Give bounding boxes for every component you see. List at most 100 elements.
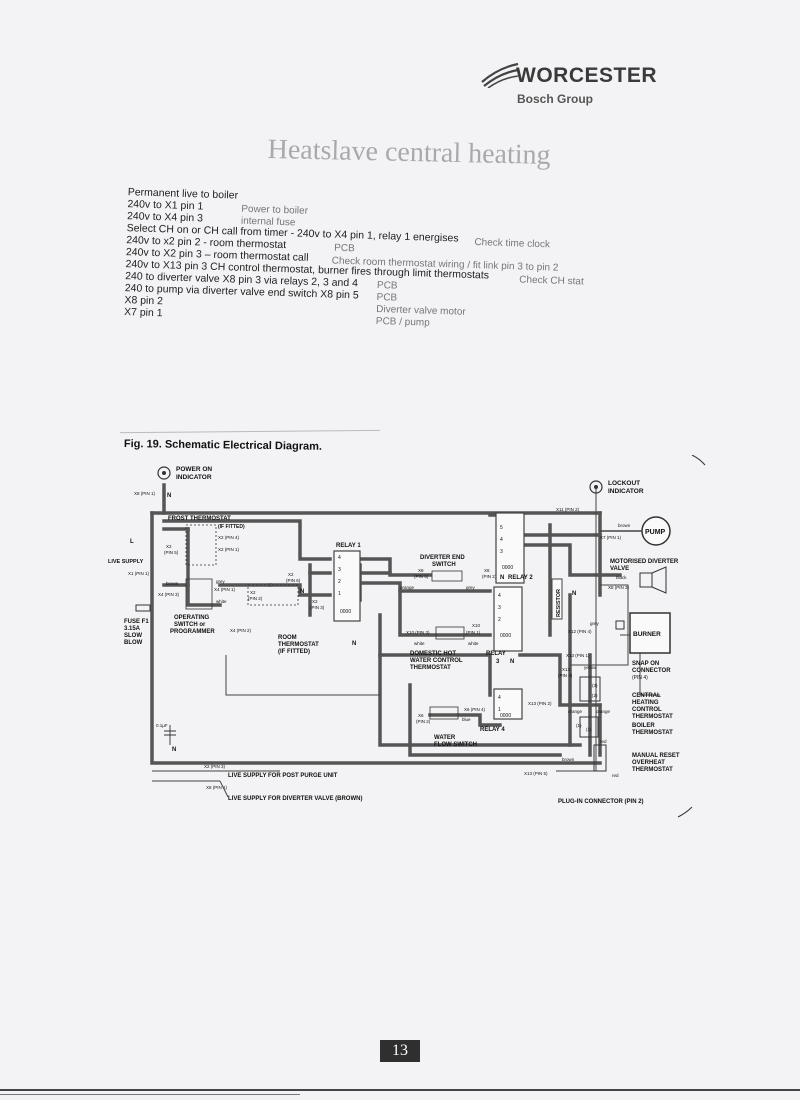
svg-text:X7 (PIN 1): X7 (PIN 1)	[600, 535, 622, 540]
svg-text:(IF FITTED): (IF FITTED)	[278, 649, 310, 655]
svg-text:OPERATING: OPERATING	[174, 615, 210, 621]
svg-text:HEATING: HEATING	[632, 700, 659, 706]
worcester-swoosh-icon	[481, 62, 519, 88]
svg-text:0000: 0000	[500, 713, 511, 719]
note-line: X7 pin 1	[123, 306, 163, 320]
svg-text:(PIN 2): (PIN 2)	[416, 719, 431, 724]
svg-text:X4 (PIN 3): X4 (PIN 3)	[158, 592, 180, 597]
svg-text:red: red	[600, 739, 607, 744]
relay-3: 4 3 2 0000 RELAY 3 N	[486, 586, 523, 665]
figure-caption: Fig. 19. Schematic Electrical Diagram.	[123, 438, 323, 453]
svg-text:CONNECTOR: CONNECTOR	[632, 668, 671, 674]
svg-text:X4 (PIN 1): X4 (PIN 1)	[214, 587, 236, 592]
svg-text:4: 4	[498, 593, 501, 599]
svg-text:blue: blue	[462, 717, 471, 722]
svg-text:RELAY 4: RELAY 4	[480, 727, 505, 733]
relay-2: 5 4 3 0000 N RELAY 2	[495, 512, 533, 584]
svg-text:LOCKOUT: LOCKOUT	[608, 480, 640, 487]
diverter-end-switch: DIVERTER END SWITCH X8 (PIN 5) X8 (PIN 2…	[400, 555, 497, 590]
svg-text:(IF FITTED): (IF FITTED)	[218, 524, 245, 530]
burner: BURNER grey X12 (PIN 4)	[568, 612, 671, 654]
boiler-thermostat: (1) BOILER THERMOSTAT	[579, 716, 673, 738]
check-note: PCB	[376, 279, 398, 292]
svg-text:3: 3	[338, 567, 341, 573]
svg-text:PLUG-IN CONNECTOR (PIN 2): PLUG-IN CONNECTOR (PIN 2)	[558, 799, 644, 805]
svg-text:X6 (PIN 4): X6 (PIN 4)	[464, 707, 486, 712]
svg-text:DIVERTER END: DIVERTER END	[420, 555, 465, 561]
page-number: 13	[380, 1040, 420, 1062]
svg-text:(PIN 2): (PIN 2)	[248, 596, 263, 601]
svg-text:X2 (PIN 4): X2 (PIN 4)	[218, 535, 240, 540]
svg-text:1: 1	[338, 591, 341, 597]
live-supply: L LIVE SUPPLY X1 (PIN 1) brown X4 (PIN 3…	[108, 539, 236, 610]
domestic-hot-water-thermostat: X10 (PIN 3) X10 (PIN 1) white white DOME…	[406, 623, 481, 671]
svg-text:0000: 0000	[502, 565, 513, 571]
svg-text:X8: X8	[418, 568, 424, 573]
svg-text:X2: X2	[166, 544, 172, 549]
svg-text:(PIN 2): (PIN 2)	[482, 574, 497, 579]
svg-text:INDICATOR: INDICATOR	[176, 474, 212, 481]
svg-text:red: red	[612, 773, 619, 778]
svg-text:N: N	[300, 589, 304, 595]
svg-text:FUSE F1: FUSE F1	[124, 619, 149, 625]
scan-edge-line	[120, 429, 380, 434]
svg-text:white: white	[216, 599, 227, 604]
svg-text:RELAY: RELAY	[486, 651, 506, 657]
svg-text:BURNER: BURNER	[633, 631, 661, 638]
svg-text:(PIN 5): (PIN 5)	[414, 574, 429, 579]
svg-text:X2 (PIN 3): X2 (PIN 3)	[204, 764, 226, 769]
svg-text:WATER CONTROL: WATER CONTROL	[410, 658, 463, 664]
svg-text:X8 (PIN 1): X8 (PIN 1)	[134, 491, 156, 496]
svg-text:LIVE SUPPLY: LIVE SUPPLY	[108, 559, 144, 565]
svg-text:X2: X2	[312, 599, 318, 604]
svg-text:(PIN 5): (PIN 5)	[164, 550, 179, 555]
svg-text:orange: orange	[568, 709, 583, 714]
svg-text:white: white	[414, 641, 425, 646]
svg-text:grey: grey	[590, 621, 600, 626]
svg-text:3.15A: 3.15A	[124, 626, 141, 632]
svg-text:X8 (PIN 1): X8 (PIN 1)	[206, 785, 228, 790]
svg-text:DOMESTIC HOT: DOMESTIC HOT	[410, 651, 456, 657]
svg-text:X2: X2	[288, 572, 294, 577]
svg-text:3: 3	[498, 605, 501, 611]
lockout-indicator: LOCKOUT INDICATOR X11 (PIN 2)	[556, 480, 644, 512]
svg-text:N: N	[510, 659, 514, 665]
svg-text:black: black	[616, 575, 627, 580]
relay-4: 4 1 0000 RELAY 4	[480, 688, 523, 733]
svg-text:N: N	[572, 591, 576, 597]
snap-on-connector: X13 (PIN 1) X13 (PIN 3) yellow SNAP ON C…	[558, 653, 671, 681]
pump: PUMP brown X7 (PIN 1)	[600, 516, 671, 546]
svg-text:RELAY 1: RELAY 1	[336, 543, 361, 549]
central-heating-control-thermostat: (3) (2) X13 (PIN 2) CENTRAL HEATING CONT…	[528, 676, 673, 728]
svg-text:THERMOSTAT: THERMOSTAT	[632, 730, 673, 736]
svg-text:0000: 0000	[340, 609, 351, 615]
svg-text:X10: X10	[472, 623, 481, 628]
check-note: Power to boiler	[241, 203, 309, 217]
operating-switch: OPERATING SWITCH or PROGRAMMER X4 (PIN 2…	[170, 615, 252, 635]
svg-text:N: N	[352, 641, 356, 647]
svg-text:LIVE SUPPLY FOR DIVERTER VALVE: LIVE SUPPLY FOR DIVERTER VALVE (BROWN)	[228, 796, 362, 802]
svg-text:X1 (PIN 1): X1 (PIN 1)	[128, 571, 150, 576]
svg-text:LIVE SUPPLY FOR POST PURGE UNI: LIVE SUPPLY FOR POST PURGE UNIT	[228, 773, 338, 779]
svg-text:(PIN 3): (PIN 3)	[310, 605, 325, 610]
svg-text:OVERHEAT: OVERHEAT	[632, 760, 665, 766]
svg-text:X8 (PIN 3): X8 (PIN 3)	[608, 585, 630, 590]
check-note: PCB	[376, 291, 398, 304]
svg-text:white: white	[468, 641, 479, 646]
svg-text:RESISTOR: RESISTOR	[556, 589, 562, 617]
svg-text:INDICATOR: INDICATOR	[608, 488, 644, 495]
brand-name: WORCESTER	[516, 64, 657, 87]
svg-text:BOILER: BOILER	[632, 723, 655, 729]
svg-text:2: 2	[338, 579, 341, 585]
svg-text:3: 3	[500, 549, 503, 555]
svg-text:0000: 0000	[500, 633, 511, 639]
svg-text:X13 (PIN 1): X13 (PIN 1)	[566, 653, 590, 658]
svg-text:CENTRAL: CENTRAL	[632, 693, 661, 699]
svg-text:VALVE: VALVE	[610, 566, 629, 572]
svg-text:X6: X6	[418, 713, 424, 718]
svg-text:N: N	[500, 575, 504, 581]
svg-text:RELAY 2: RELAY 2	[508, 575, 533, 581]
check-note: Check CH stat	[519, 274, 584, 288]
worcester-logo: WORCESTER Bosch Group	[480, 56, 660, 116]
